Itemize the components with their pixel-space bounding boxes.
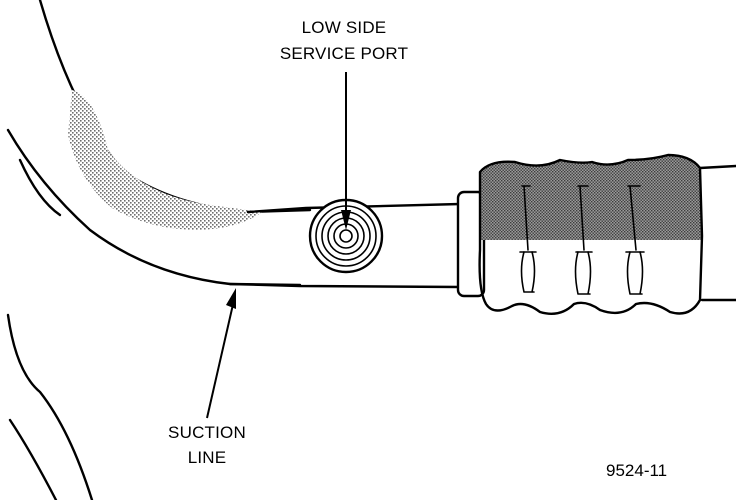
service-port-label-line2: SERVICE PORT [280, 44, 408, 63]
service-port-leader [341, 72, 351, 230]
service-port-label-line1: LOW SIDE [302, 18, 387, 37]
compartment-outline [6, 0, 312, 500]
suction-line-tube [228, 202, 462, 289]
suction-line-label-line2: LINE [188, 448, 227, 467]
crimped-hose-fitting [478, 153, 736, 315]
figure-number: 9524-11 [606, 461, 667, 480]
suction-line-label-line1: SUCTION [168, 423, 246, 442]
suction-line-leader [206, 288, 236, 419]
shading-region [68, 90, 262, 230]
hose-collar [456, 190, 486, 298]
